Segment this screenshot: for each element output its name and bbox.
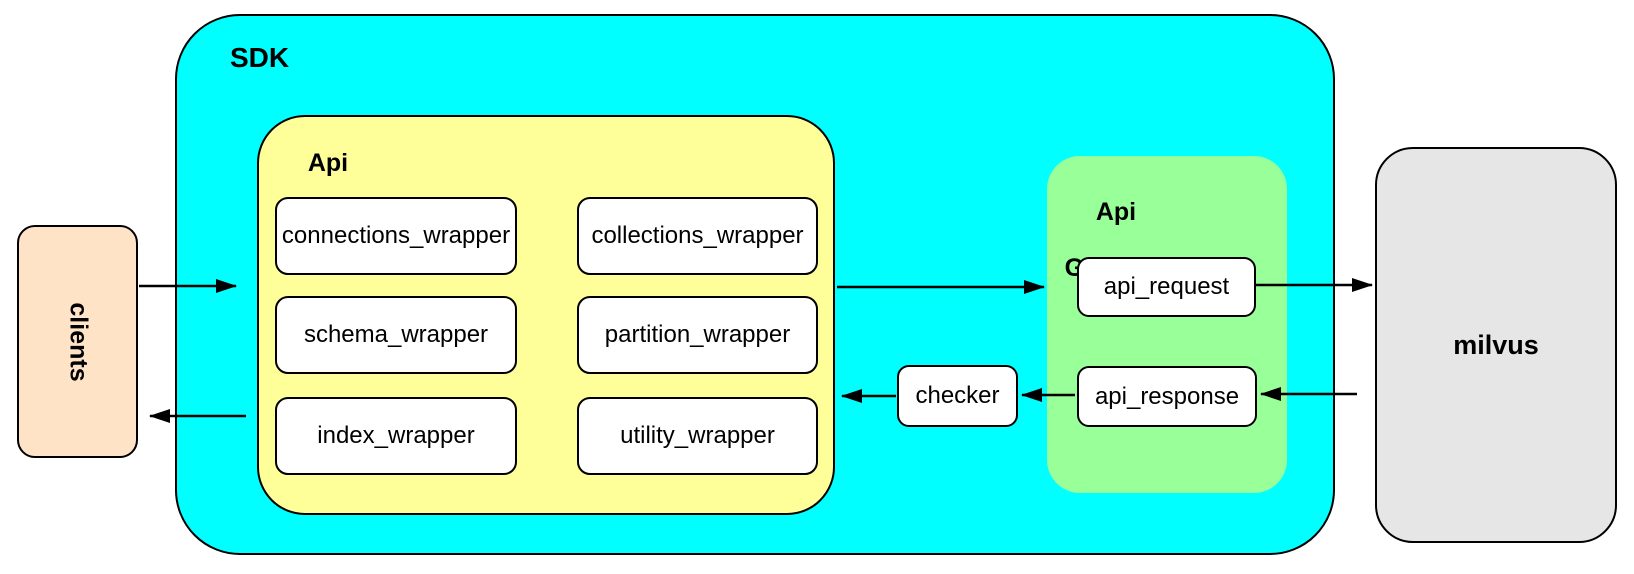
- milvus-node: milvus: [1375, 147, 1617, 543]
- utility-wrapper-node: utility_wrapper: [577, 397, 818, 475]
- index-wrapper-node: index_wrapper: [275, 397, 517, 475]
- api-request-node: api_request: [1077, 257, 1256, 317]
- api-response-node: api_response: [1077, 366, 1257, 427]
- collections-wrapper-node: collections_wrapper: [577, 197, 818, 275]
- connections-wrapper-node: connections_wrapper: [275, 197, 517, 275]
- sdk-label: SDK: [230, 42, 290, 73]
- clients-node: clients: [17, 225, 138, 458]
- checker-node: checker: [897, 365, 1018, 427]
- partition-wrapper-node: partition_wrapper: [577, 296, 818, 374]
- schema-wrapper-node: schema_wrapper: [275, 296, 517, 374]
- api-gateway-label-line1: Api: [1095, 198, 1137, 226]
- api-gateway-container: [1047, 156, 1287, 493]
- api-wrapper-label-line1: Api: [307, 149, 349, 177]
- clients-label: clients: [64, 301, 92, 382]
